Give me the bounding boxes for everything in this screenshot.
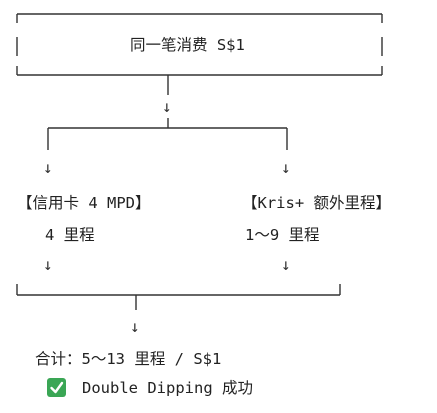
right-branch-title: 【Kris+ 额外里程】 bbox=[242, 194, 391, 212]
arrow-down-icon: ↓ bbox=[281, 158, 291, 177]
split-bracket bbox=[47, 118, 288, 150]
arrow-down-icon: ↓ bbox=[43, 255, 53, 274]
left-branch-value: 4 里程 bbox=[45, 226, 95, 244]
check-icon bbox=[47, 378, 66, 397]
arrow-down-icon: ↓ bbox=[130, 317, 140, 336]
arrow-down-icon: ↓ bbox=[281, 255, 291, 274]
total-label: 合计：5～13 里程 / S$1 bbox=[35, 350, 221, 368]
right-branch-value: 1～9 里程 bbox=[245, 226, 320, 244]
arrow-down-icon: ↓ bbox=[43, 158, 53, 177]
result-label: Double Dipping 成功 bbox=[82, 379, 253, 397]
merge-bracket bbox=[16, 284, 341, 310]
left-branch-title: 【信用卡 4 MPD】 bbox=[17, 194, 151, 212]
arrow-down-icon: ↓ bbox=[162, 97, 172, 116]
top-box-label: 同一笔消费 S$1 bbox=[130, 36, 245, 54]
top-box: 同一笔消费 S$1 bbox=[16, 13, 383, 76]
